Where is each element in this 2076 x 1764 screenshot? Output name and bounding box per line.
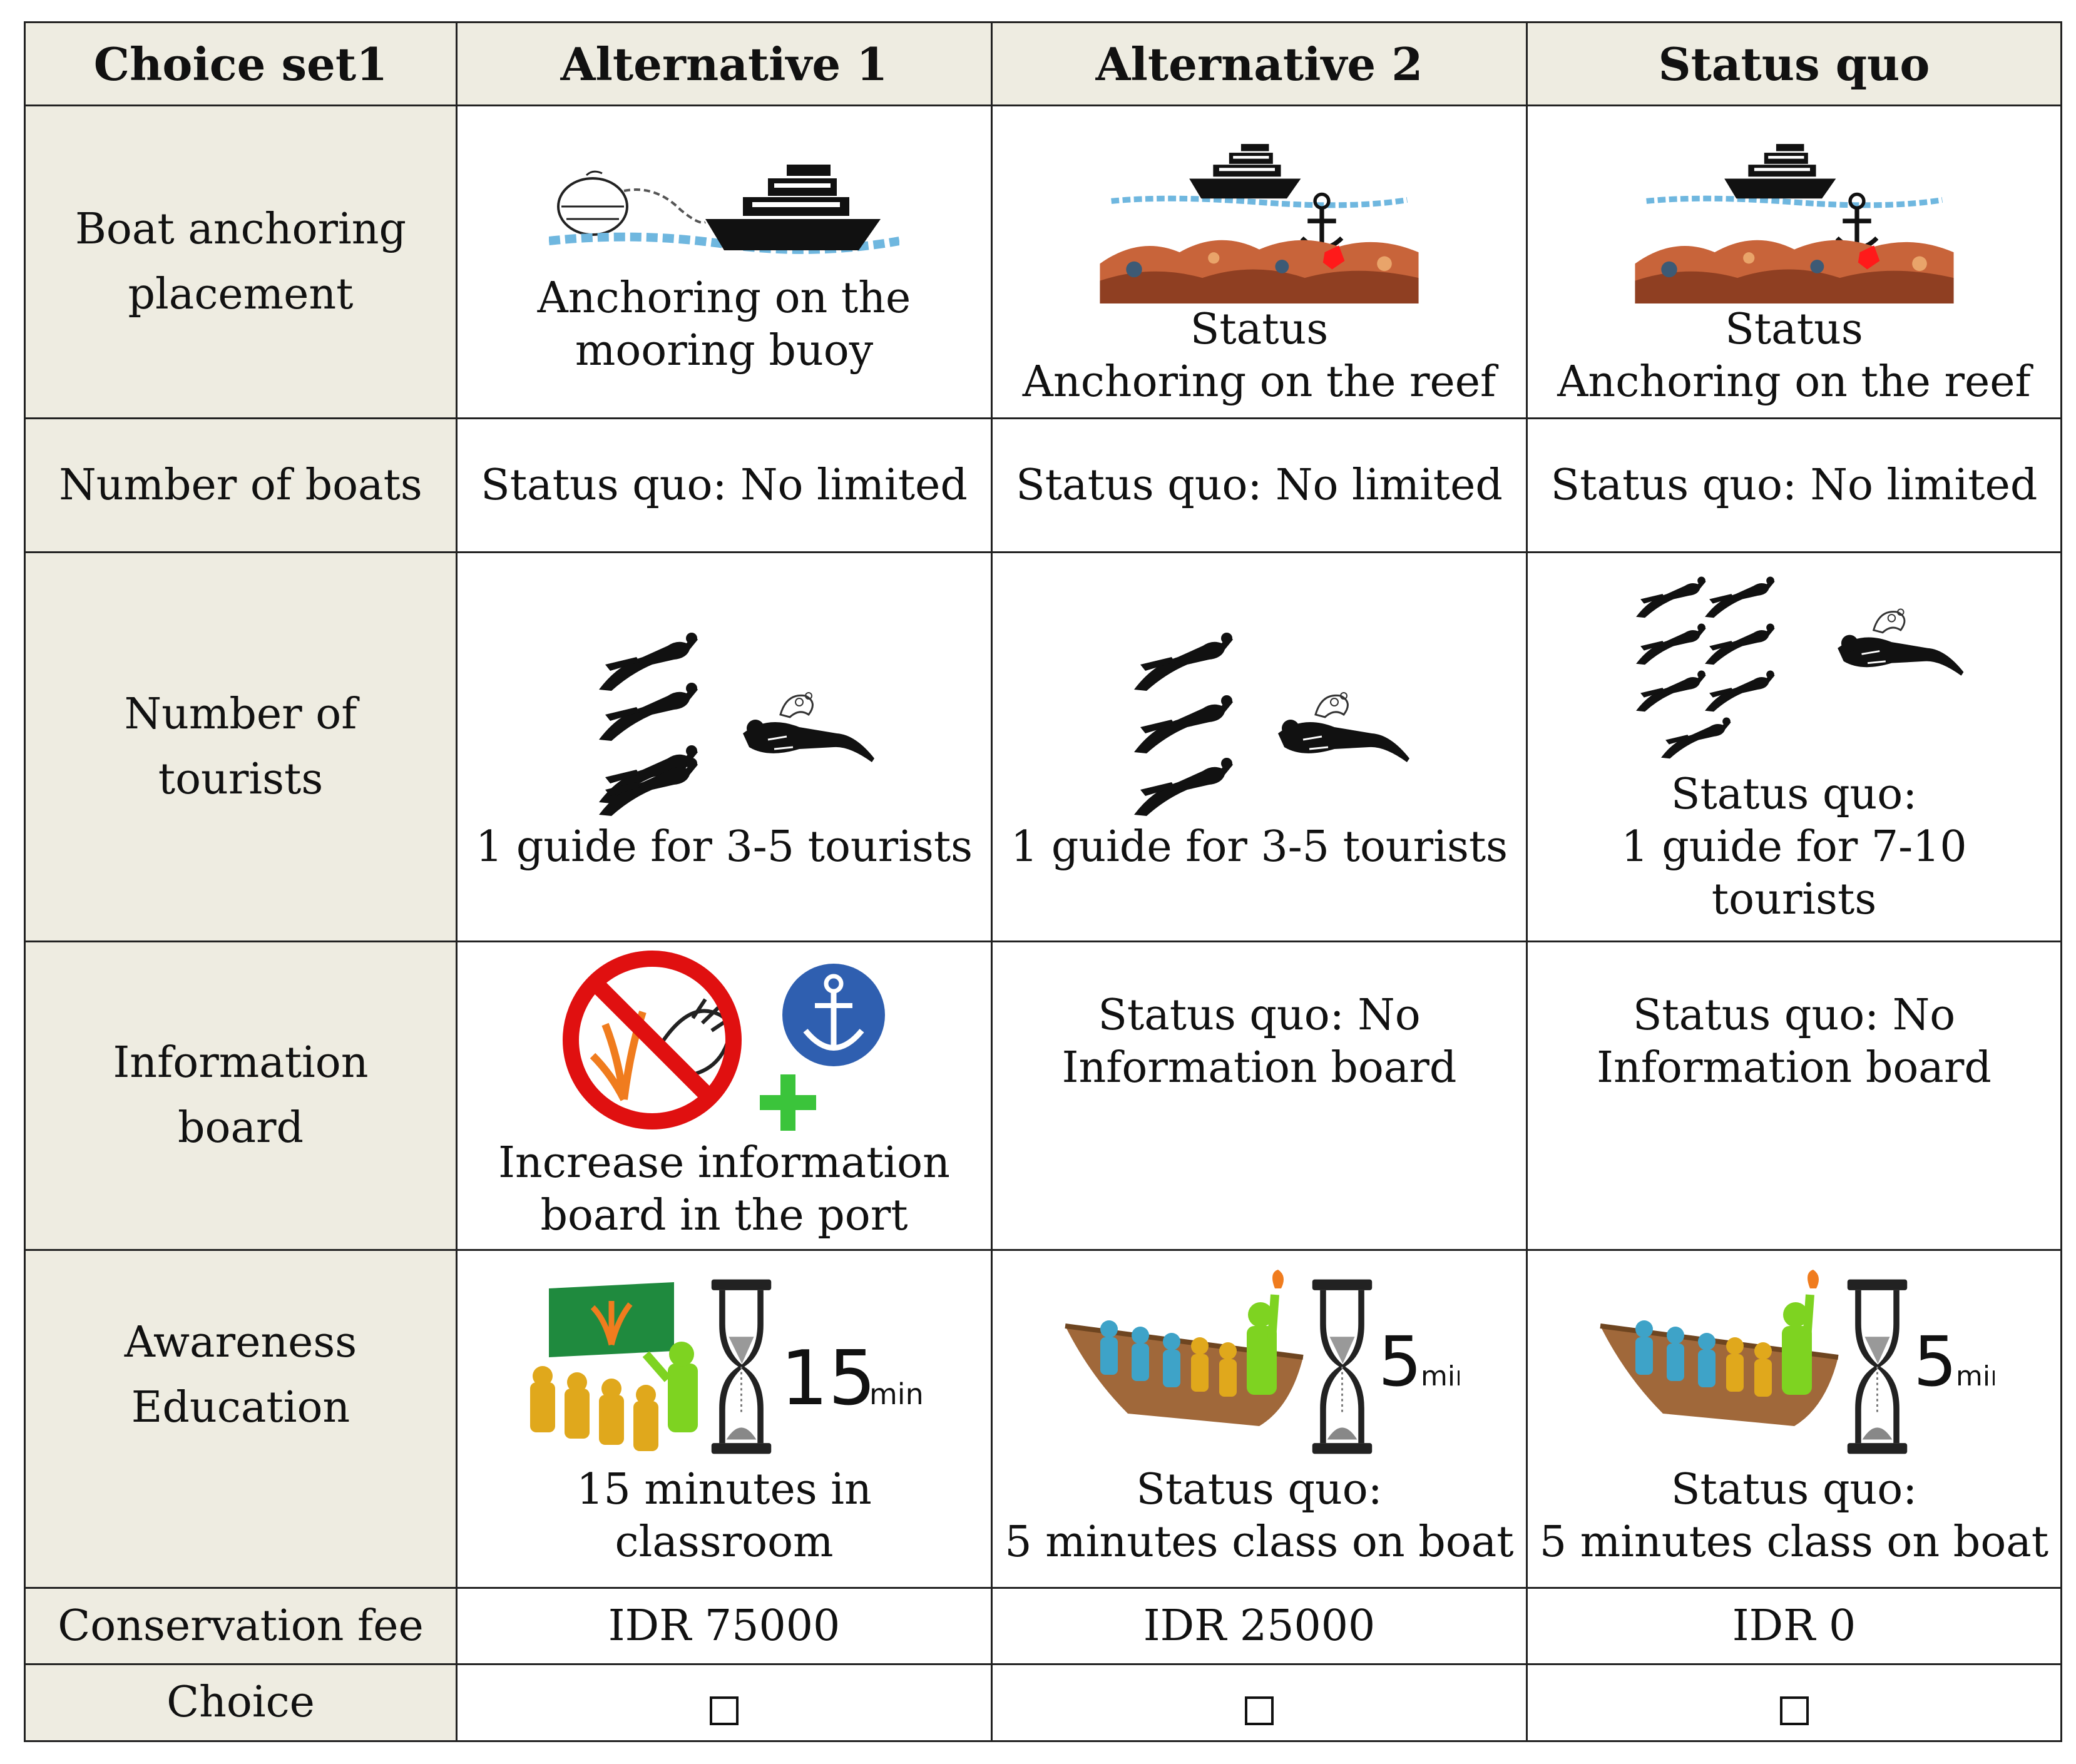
cell-anchoring-alt1: Anchoring on the mooring buoy (456, 105, 993, 419)
classroom-hourglass-icon: 15 min (518, 1270, 931, 1464)
cell-board-alt1: Increase information board in the port (456, 941, 993, 1251)
cell-education-alt1: 15 min 15 minutes in classroom (456, 1249, 993, 1589)
board-sq: Status quo: No Information board (1526, 941, 2062, 1251)
svg-text:min: min (869, 1377, 924, 1411)
fee-sq: IDR 0 (1526, 1587, 2062, 1665)
row-boat-anchoring: Boat anchoring placement Anchoring on th… (24, 105, 2062, 419)
board-alt2-text: Status quo: No Information board (1061, 991, 1457, 1093)
row-information-board: Information board (24, 941, 2062, 1251)
boats-sq: Status quo: No limited (1526, 417, 2062, 553)
cell-anchoring-sq: Status Anchoring on the reef (1526, 105, 2062, 419)
education-alt1-text: 15 minutes in classroom (576, 1464, 872, 1567)
board-sq-text: Status quo: No Information board (1597, 991, 1992, 1093)
boat-anchored-on-reef-icon (1619, 116, 1970, 303)
header-choice-set: Choice set1 (24, 21, 458, 106)
row-label-text: Awareness Education (124, 1317, 357, 1432)
cell-anchoring-alt2: Status Anchoring on the reef (991, 105, 1528, 419)
boats-alt1: Status quo: No limited (456, 417, 993, 553)
boats-alt2: Status quo: No limited (991, 417, 1528, 553)
header-row: Choice set1 Alternative 1 Alternative 2 … (24, 21, 2062, 106)
education-sq-text: Status quo: 5 minutes class on boat (1539, 1464, 2049, 1567)
seven-divers-and-guide-icon (1619, 568, 1970, 768)
choice-cell-sq (1526, 1663, 2062, 1742)
svg-text:5: 5 (1913, 1322, 1957, 1402)
row-label-text: Choice (166, 1678, 315, 1727)
row-choice: Choice (24, 1663, 2062, 1742)
anchoring-alt1-text: Anchoring on the mooring buoy (537, 273, 911, 375)
cell-tourists-alt1: 1 guide for 3-5 tourists (456, 551, 993, 942)
boat-moored-to-buoy-icon (549, 147, 899, 272)
row-label-text: Conservation fee (58, 1601, 424, 1651)
row-label: Information board (24, 941, 458, 1251)
three-divers-and-guide-icon (1097, 621, 1422, 821)
header-alternative-1: Alternative 1 (456, 21, 993, 106)
header-alternative-2: Alternative 2 (991, 21, 1528, 106)
svg-text:5: 5 (1378, 1322, 1422, 1402)
boat-class-hourglass-icon: 5 min (1594, 1269, 1995, 1464)
anchoring-sq-text: Status Anchoring on the reef (1557, 304, 2031, 407)
anchoring-alt2-text: Status Anchoring on the reef (1022, 304, 1496, 407)
boat-anchored-on-reef-icon (1084, 116, 1434, 303)
row-label: Choice (24, 1663, 458, 1742)
board-alt1-text: Increase information board in the port (498, 1138, 950, 1240)
cell-education-sq: 5 min Status quo: 5 minutes class on boa… (1526, 1249, 2062, 1589)
choice-checkbox-alt1[interactable] (710, 1696, 739, 1725)
board-alt2: Status quo: No Information board (991, 941, 1528, 1251)
row-label-text: Number of tourists (124, 689, 357, 804)
row-awareness-education: Awareness Education 15 (24, 1249, 2062, 1589)
row-conservation-fee: Conservation fee IDR 75000 IDR 25000 IDR… (24, 1587, 2062, 1665)
fee-alt2: IDR 25000 (991, 1587, 1528, 1665)
boat-class-hourglass-icon: 5 min (1059, 1269, 1460, 1464)
row-number-of-boats: Number of boats Status quo: No limited S… (24, 417, 2062, 553)
svg-text:min: min (1421, 1360, 1460, 1392)
fee-alt1: IDR 75000 (456, 1587, 993, 1665)
choice-set-table: Choice set1 Alternative 1 Alternative 2 … (24, 21, 2062, 1742)
cell-education-alt2: 5 min Status quo: 5 minutes class on boa… (991, 1249, 1528, 1589)
row-number-of-tourists: Number of tourists 1 guide for 3-5 touri… (24, 551, 2062, 942)
choice-cell-alt2 (991, 1663, 1528, 1742)
row-label: Conservation fee (24, 1587, 458, 1665)
row-label-text: Information board (113, 1038, 369, 1153)
row-label-text: Boat anchoring placement (74, 204, 407, 319)
choice-checkbox-alt2[interactable] (1245, 1696, 1274, 1725)
row-label: Boat anchoring placement (24, 105, 458, 419)
tourists-sq-text: Status quo: 1 guide for 7-10 tourists (1621, 769, 1967, 924)
svg-text:15: 15 (780, 1335, 876, 1422)
row-label: Number of tourists (24, 551, 458, 942)
choice-checkbox-sq[interactable] (1779, 1696, 1809, 1725)
no-touch-coral-sign-plus-anchor-icon (549, 949, 899, 1137)
three-divers-and-guide-icon (561, 621, 887, 821)
tourists-alt1-text: 1 guide for 3-5 tourists (475, 822, 973, 872)
header-status-quo: Status quo (1526, 21, 2062, 106)
cell-tourists-alt2: 1 guide for 3-5 tourists (991, 551, 1528, 942)
education-alt2-text: Status quo: 5 minutes class on boat (1005, 1464, 1514, 1567)
tourists-alt2-text: 1 guide for 3-5 tourists (1010, 822, 1508, 872)
row-label: Number of boats (24, 417, 458, 553)
cell-tourists-sq: Status quo: 1 guide for 7-10 tourists (1526, 551, 2062, 942)
row-label: Awareness Education (24, 1249, 458, 1589)
choice-cell-alt1 (456, 1663, 993, 1742)
row-label-text: Number of boats (59, 460, 422, 510)
svg-text:min: min (1956, 1360, 1995, 1392)
